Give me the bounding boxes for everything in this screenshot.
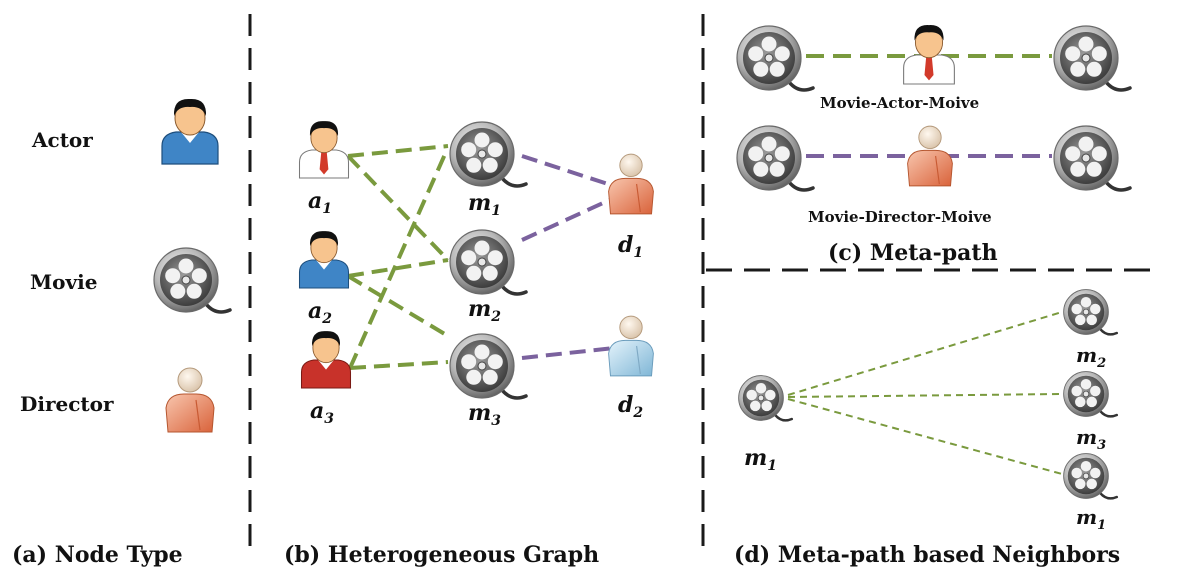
node-label-center: m1 — [744, 445, 777, 474]
panel-heterogeneous-graph: a1 a2 a3 m1 m2 m3 d1 d2 (b) Heterogeneou… — [284, 120, 655, 568]
center-movie-reel-icon — [737, 374, 794, 422]
label-actor: Actor — [31, 128, 93, 152]
panel-node-type: Actor Movie Director (a) Node Type — [12, 98, 232, 568]
neighbor-edges — [787, 311, 1063, 475]
edge-m1-d1 — [521, 154, 615, 188]
actor-node-a1-icon — [298, 120, 350, 179]
meta-path-2-director-icon — [906, 125, 954, 187]
edge-a3-m3 — [349, 360, 449, 370]
label-movie: Movie — [30, 270, 97, 294]
node-label-a3: a3 — [310, 398, 334, 427]
movie-node-m1-icon — [448, 120, 528, 188]
meta-path-1-start-reel-icon — [735, 24, 815, 92]
director-movie-edges — [521, 154, 615, 360]
node-label-m1: m1 — [468, 190, 501, 219]
node-label-neighbor-mid: m3 — [1076, 425, 1106, 453]
movie-node-m3-icon — [448, 332, 528, 400]
panel-meta-path-neighbors: m1 m2 m3 m1 (d) Meta-path based Neighbor… — [734, 288, 1120, 568]
caption-meta-path-neighbors: (d) Meta-path based Neighbors — [734, 542, 1120, 568]
neighbor-m1-reel-icon — [1062, 452, 1119, 500]
actor-movie-edges — [346, 144, 450, 370]
edge-a1-m2 — [346, 154, 450, 262]
node-label-m2: m2 — [468, 296, 501, 325]
edge-a1-m1 — [347, 144, 449, 158]
director-icon — [165, 367, 215, 433]
node-label-m3: m3 — [468, 400, 501, 429]
edge-m3-d2 — [521, 346, 615, 360]
node-label-neighbor-top: m2 — [1076, 343, 1106, 371]
edge-a2-m2 — [347, 258, 449, 278]
edge-m1-to-m3 — [787, 393, 1063, 398]
caption-heterogeneous-graph: (b) Heterogeneous Graph — [284, 542, 599, 568]
edge-m1-to-m2 — [787, 311, 1063, 396]
meta-path-1-end-reel-icon — [1052, 24, 1132, 92]
node-label-d1: d1 — [618, 232, 643, 261]
neighbor-m3-reel-icon — [1062, 370, 1119, 418]
meta-path-2-start-reel-icon — [735, 124, 815, 192]
node-label-d2: d2 — [618, 392, 643, 421]
node-label-a1: a1 — [308, 188, 332, 217]
edge-m1-to-m1 — [787, 398, 1063, 475]
film-reel-icon — [152, 246, 232, 314]
edge-a3-m1 — [348, 151, 448, 369]
caption-node-type: (a) Node Type — [12, 542, 183, 568]
label-director: Director — [20, 392, 114, 416]
actor-node-a2-icon — [298, 230, 350, 289]
director-node-d2-icon — [607, 315, 655, 377]
edge-a2-m3 — [346, 274, 450, 338]
neighbor-m2-reel-icon — [1062, 288, 1119, 336]
actor-icon — [161, 98, 219, 165]
node-label-neighbor-bottom: m1 — [1076, 505, 1106, 533]
director-node-d1-icon — [607, 153, 655, 215]
edge-m2-d1 — [521, 196, 615, 242]
meta-path-2-end-reel-icon — [1052, 124, 1132, 192]
meta-path-2-label: Movie-Director-Moive — [808, 208, 992, 226]
actor-node-a3-icon — [300, 330, 352, 389]
meta-path-1-label: Movie-Actor-Moive — [820, 94, 979, 112]
panel-meta-path: Movie-Actor-Moive Movie-Director-Moive (… — [735, 24, 1132, 266]
node-label-a2: a2 — [308, 298, 332, 327]
movie-node-m2-icon — [448, 228, 528, 296]
caption-meta-path: (c) Meta-path — [828, 240, 998, 266]
